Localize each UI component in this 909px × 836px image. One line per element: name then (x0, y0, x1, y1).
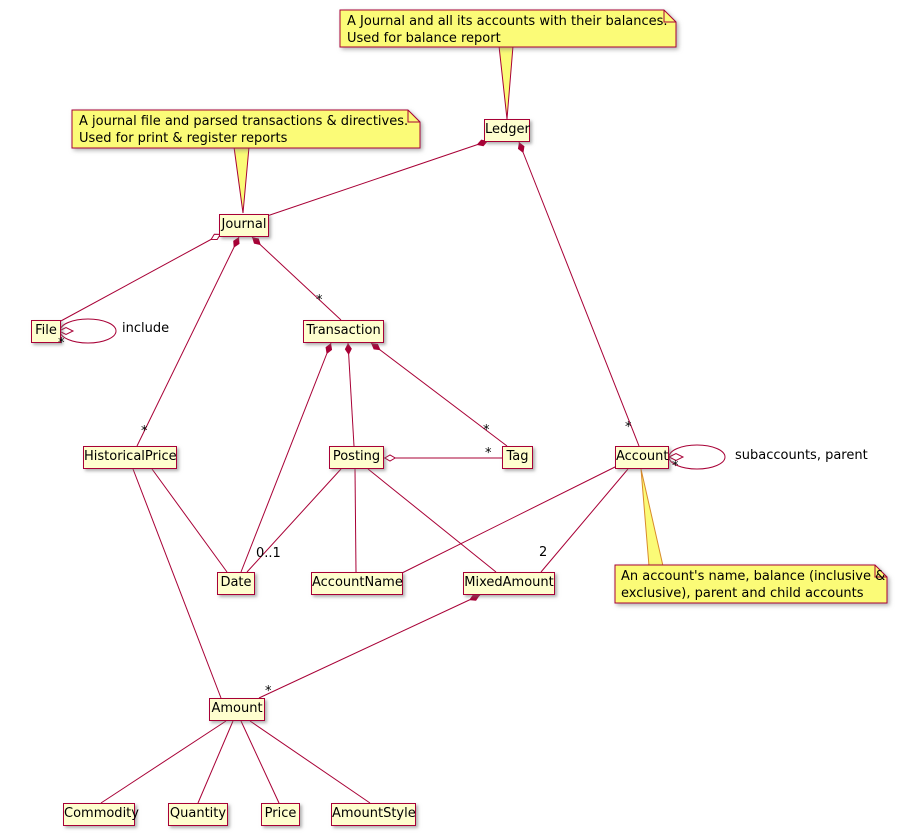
label-posting-date-mult: 0..1 (256, 546, 281, 561)
class-transaction: Transaction (303, 320, 384, 343)
class-amount: Amount (209, 698, 265, 721)
edge-account-ledger (517, 141, 640, 447)
journal-note-fold (407, 110, 420, 123)
ledger-note-fold (663, 10, 676, 23)
class-commodity: Commodity (63, 803, 139, 826)
journal-note-shape (71, 109, 421, 149)
label-journal-historicalprice-mult: * (141, 424, 148, 439)
edge-historicalprice-journal (136, 236, 240, 447)
label-file-loop-mult: * (58, 336, 65, 351)
edge-price-amount (240, 720, 280, 804)
edge-accountname-posting (354, 468, 357, 573)
class-accountname: AccountName (311, 572, 403, 595)
journal-note-beak (233, 146, 250, 214)
label-posting-tag-mult: * (485, 446, 492, 461)
journal-note-line1: A journal file and parsed transactions &… (79, 114, 409, 129)
self-loops (57, 318, 726, 470)
label-account-mixedamount-mult: 2 (539, 545, 548, 560)
account-note-line2: exclusive), parent and child accounts (621, 586, 864, 601)
note-shapes (71, 9, 888, 604)
edge-mixedamount-posting (367, 468, 497, 573)
class-tag: Tag (502, 446, 533, 469)
label-mixedamount-amount-mult: * (265, 684, 272, 699)
label-transaction-tag-mult: * (483, 423, 490, 438)
edge-commodity-amount (100, 720, 227, 804)
edge-file-journal (58, 233, 222, 323)
account-note-line1: An account's name, balance (inclusive & (621, 569, 886, 584)
class-price: Price (261, 803, 300, 826)
file-loop-diamond (57, 326, 75, 336)
class-file: File (31, 320, 61, 343)
edges (58, 139, 640, 804)
ledger-note: A Journal and all its accounts with thei… (347, 13, 668, 47)
account-note: An account's name, balance (inclusive & e… (621, 568, 885, 602)
class-journal: Journal (219, 214, 269, 237)
edge-posting-transaction (344, 342, 355, 447)
edge-amount-historicalprice (132, 468, 222, 699)
journal-note-line2: Used for print & register reports (79, 131, 288, 146)
account-note-shape (614, 564, 888, 604)
account-note-beak (640, 468, 664, 567)
account-loop-diamond (667, 452, 685, 462)
edge-tag-transaction (370, 342, 508, 447)
edge-date-historicalprice (151, 468, 228, 573)
edge-amount-mixedamount (258, 594, 481, 699)
class-date: Date (217, 572, 255, 595)
class-amountstyle: AmountStyle (331, 803, 416, 826)
edge-transaction-journal (251, 236, 342, 321)
edge-mixedamount-account (540, 468, 629, 573)
label-journal-transaction-mult: * (316, 293, 323, 308)
journal-note: A journal file and parsed transactions &… (79, 113, 408, 147)
edge-date-posting (246, 468, 342, 573)
class-quantity: Quantity (168, 803, 228, 826)
label-account-loop-mult: * (672, 459, 679, 474)
edge-journal-ledger (266, 139, 489, 217)
ledger-note-beak (498, 45, 514, 120)
edge-amountstyle-amount (249, 720, 371, 804)
ledger-note-line1: A Journal and all its accounts with thei… (347, 14, 668, 29)
ledger-note-line2: Used for balance report (347, 31, 501, 46)
edge-accountname-account (401, 465, 618, 574)
class-ledger: Ledger (484, 119, 530, 142)
ledger-note-shape (339, 9, 677, 48)
class-posting: Posting (329, 446, 384, 469)
class-mixedamount: MixedAmount (463, 572, 555, 595)
label-include: include (122, 321, 170, 336)
label-ledger-account-mult: * (625, 420, 632, 435)
class-account: Account (615, 446, 669, 469)
account-note-fold (874, 565, 887, 578)
class-historicalprice: HistoricalPrice (83, 446, 177, 469)
label-subaccounts: subaccounts, parent (735, 448, 868, 463)
edge-date-transaction (240, 342, 333, 573)
edge-quantity-amount (197, 720, 234, 804)
